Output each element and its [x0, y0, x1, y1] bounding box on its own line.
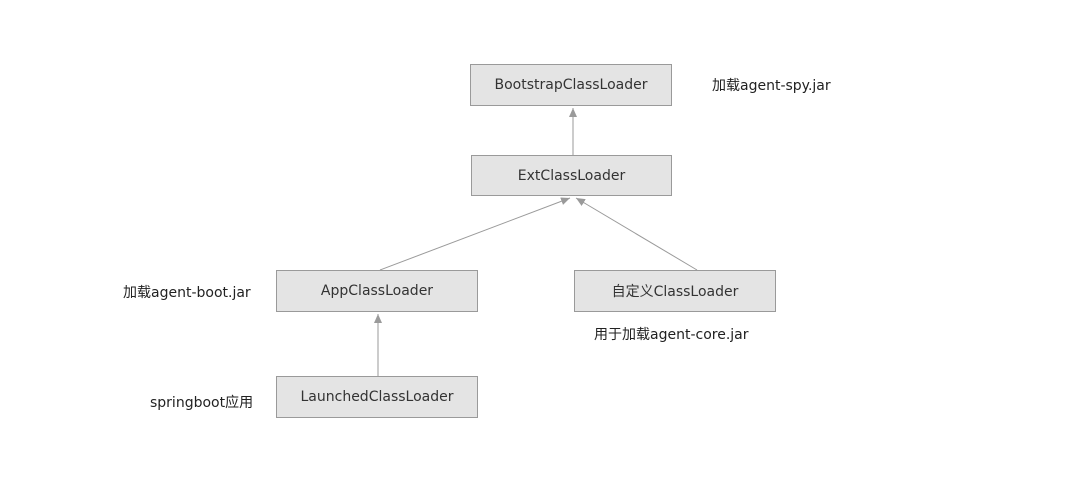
- edge-custom-to-ext: [575, 197, 698, 271]
- ext-classloader-node: ExtClassLoader: [471, 155, 672, 196]
- custom-classloader-node: 自定义ClassLoader: [574, 270, 776, 312]
- custom-classloader-label: 自定义ClassLoader: [611, 284, 739, 300]
- app-classloader-node: AppClassLoader: [276, 270, 478, 312]
- bootstrap-classloader-node: BootstrapClassLoader: [470, 64, 672, 106]
- launched-classloader-node: LaunchedClassLoader: [276, 376, 478, 418]
- ext-classloader-label: ExtClassLoader: [517, 167, 626, 184]
- launched-classloader-label: LaunchedClassLoader: [300, 389, 454, 405]
- app-classloader-label: AppClassLoader: [320, 283, 434, 299]
- bootstrap-classloader-label: BootstrapClassLoader: [494, 77, 648, 93]
- bootstrap-note: 加载agent-spy.jar: [712, 78, 831, 94]
- custom-note: 用于加载agent-core.jar: [594, 327, 749, 343]
- app-note: 加载agent-boot.jar: [123, 285, 251, 301]
- launched-note: springboot应用: [150, 395, 254, 411]
- edge-app-to-ext: [379, 197, 571, 271]
